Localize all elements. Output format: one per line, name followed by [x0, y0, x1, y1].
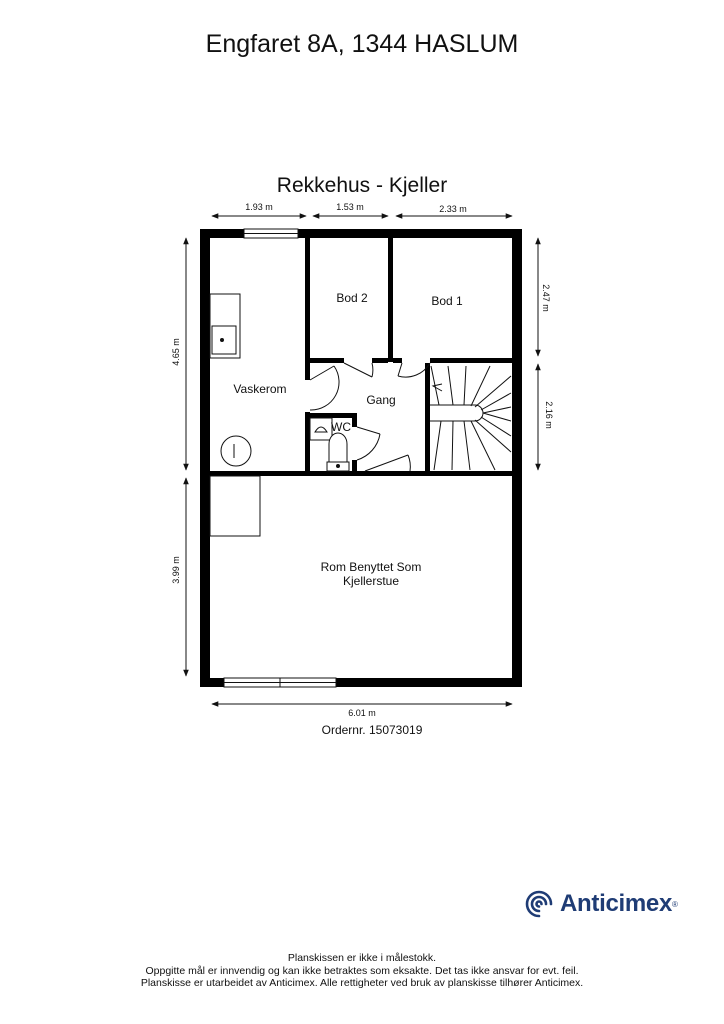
wall-wc-north: [305, 413, 357, 418]
fixtures: [209, 293, 350, 537]
brand-registered-mark: ®: [672, 899, 678, 909]
wall-vaskerom-east-lower: [305, 412, 310, 474]
property-address: Engfaret 8A, 1344 HASLUM: [205, 30, 519, 58]
dim-top-2: 1.53 m: [336, 202, 364, 212]
wall-middle-west: [210, 471, 410, 476]
staircase: [430, 365, 512, 471]
wall-wc-east-lower: [352, 460, 357, 474]
dim-right-1: 2.47 m: [541, 284, 551, 312]
disclaimer: Planskissen er ikke i målestokk. Oppgitt…: [0, 952, 724, 990]
wall-stair: [425, 363, 430, 471]
wall-vaskerom-east-upper: [305, 238, 310, 380]
wall-wc-east-upper: [352, 413, 357, 427]
wall-bod1-south-b: [430, 358, 512, 363]
door-bod1[interactable]: [397, 362, 431, 378]
order-number: Ordernr. 15073019: [321, 723, 423, 737]
room-gang: Gang: [366, 393, 395, 407]
water-heater: [220, 435, 252, 467]
floor-title: Rekkehus - Kjeller: [276, 174, 448, 197]
dim-right-2: 2.16 m: [544, 401, 554, 429]
wall-top: [200, 229, 522, 238]
windows: [223, 228, 337, 688]
wall-left: [200, 229, 210, 687]
disclaimer-line-2: Oppgitte mål er innvendig og kan ikke be…: [145, 964, 579, 977]
room-bod1: Bod 1: [431, 294, 463, 308]
disclaimer-line-3: Planskisse er utarbeidet av Anticimex. A…: [140, 977, 584, 989]
anticimex-logo: Anticimex®: [524, 888, 678, 920]
wall-bod2-south-b: [372, 358, 388, 363]
interior-walls: [210, 238, 512, 476]
room-wc: WC: [331, 420, 351, 434]
dim-bottom: 6.01 m: [348, 708, 376, 718]
wall-bod1-south-a: [393, 358, 402, 363]
room-bod2: Bod 2: [336, 291, 368, 305]
room-stue-line2: Kjellerstue: [343, 574, 399, 588]
dim-left-2: 3.99 m: [171, 556, 181, 584]
anticimex-spiral-icon: [525, 890, 553, 918]
outer-walls: [200, 229, 522, 687]
wall-middle-east: [410, 471, 512, 476]
toilet-bowl: [328, 432, 348, 463]
disclaimer-line-1: Planskissen er ikke i målestokk.: [287, 952, 437, 964]
dim-top-1: 1.93 m: [245, 202, 273, 212]
doors: [309, 362, 431, 472]
dimension-lines: [183, 213, 541, 707]
wall-bod2-south-a: [310, 358, 344, 363]
brand-name: Anticimex: [560, 890, 673, 917]
room-stue-line1: Rom Benyttet Som: [321, 560, 422, 574]
dim-left-1: 4.65 m: [171, 338, 181, 366]
door-bod2[interactable]: [343, 362, 374, 378]
wall-bod2-bod1: [388, 238, 393, 362]
cabinet: [209, 475, 261, 537]
door-kjellerstue[interactable]: [364, 454, 411, 472]
dim-top-3: 2.33 m: [439, 204, 467, 214]
door-wc[interactable]: [356, 426, 381, 461]
wall-bottom: [200, 678, 522, 687]
wall-right: [512, 229, 522, 687]
door-vaskerom[interactable]: [309, 365, 340, 411]
room-vaskerom: Vaskerom: [233, 382, 286, 396]
